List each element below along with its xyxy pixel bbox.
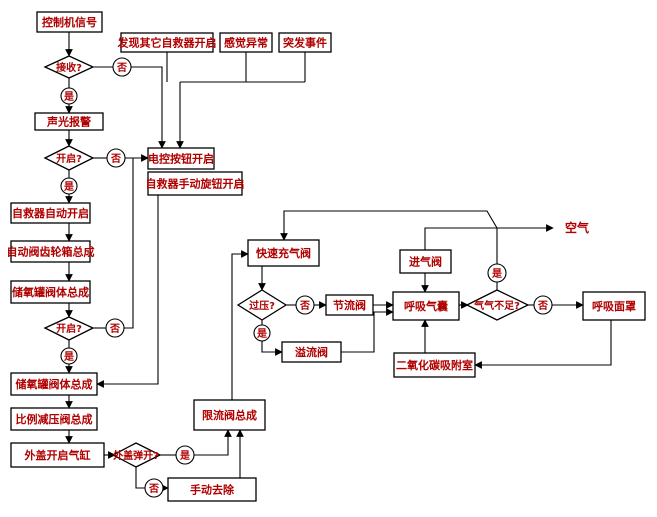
svg-text:开启?: 开启? — [56, 152, 82, 165]
svg-text:呼吸气囊: 呼吸气囊 — [404, 299, 449, 313]
node-sudden-event: 突发事件 — [278, 32, 332, 53]
svg-text:发现其它自救器开启: 发现其它自救器开启 — [117, 36, 217, 50]
node-electric-button-open: 电控按钮开启 — [147, 147, 215, 170]
svg-text:声光报警: 声光报警 — [46, 115, 91, 129]
label-yes-opened-2: 是 — [60, 347, 78, 365]
node-storage-tank-valve-1: 储氧罐阀体总成 — [10, 280, 91, 304]
svg-text:外盖开启气缸: 外盖开启气缸 — [24, 448, 91, 462]
svg-text:控制机信号: 控制机信号 — [42, 15, 97, 29]
svg-text:是: 是 — [63, 351, 74, 363]
svg-text:快速充气阀: 快速充气阀 — [255, 246, 311, 260]
label-yes-over-pressure: 是 — [253, 324, 271, 342]
svg-text:自救器自动开启: 自救器自动开启 — [12, 206, 89, 220]
label-no-opened-2: 否 — [105, 318, 125, 338]
decision-over-pressure: 过压? — [236, 289, 288, 321]
decision-opened-1: 开启? — [43, 145, 95, 171]
label-no-popped: 否 — [144, 478, 164, 498]
svg-text:溢流阀: 溢流阀 — [295, 345, 328, 359]
node-outer-cover-cylinder: 外盖开启气缸 — [10, 442, 105, 468]
svg-text:感觉异常: 感觉异常 — [224, 36, 268, 50]
connectors — [65, 32, 612, 492]
node-manual-knob-open: 自救器手动旋钮开启 — [146, 171, 245, 196]
svg-text:储氧罐阀体总成: 储氧罐阀体总成 — [16, 377, 93, 391]
label-yes-popped: 是 — [175, 445, 195, 465]
svg-text:是: 是 — [63, 91, 74, 103]
node-fast-fill-valve: 快速充气阀 — [247, 239, 320, 267]
node-storage-tank-valve-2: 储氧罐阀体总成 — [10, 372, 98, 396]
svg-text:储氧罐阀体总成: 储氧罐阀体总成 — [12, 285, 89, 299]
svg-text:突发事件: 突发事件 — [283, 36, 327, 50]
svg-text:气气不足?: 气气不足? — [473, 299, 520, 312]
svg-text:开启?: 开启? — [56, 322, 82, 335]
svg-text:否: 否 — [109, 323, 120, 335]
label-no-received: 否 — [112, 57, 132, 77]
decision-received: 接收? — [43, 55, 95, 79]
svg-text:限流阀总成: 限流阀总成 — [202, 408, 257, 422]
svg-text:二氧化碳吸附室: 二氧化碳吸附室 — [396, 358, 473, 372]
svg-text:节流阀: 节流阀 — [333, 298, 366, 312]
node-throttle-valve: 节流阀 — [325, 294, 374, 316]
svg-text:否: 否 — [116, 62, 127, 74]
decision-outer-cover-popped: 外盖弹开? — [111, 442, 162, 468]
node-co2-absorb: 二氧化碳吸附室 — [393, 352, 476, 378]
svg-text:是: 是 — [179, 450, 190, 462]
svg-text:呼吸面罩: 呼吸面罩 — [592, 299, 636, 313]
node-breathing-mask: 呼吸面罩 — [582, 291, 646, 321]
label-no-over-pressure: 否 — [295, 295, 315, 315]
svg-text:否: 否 — [110, 153, 121, 165]
air-label: 空气 — [565, 220, 589, 235]
svg-text:否: 否 — [537, 300, 548, 312]
decision-opened-2: 开启? — [43, 316, 95, 341]
svg-text:电控按钮开启: 电控按钮开启 — [148, 152, 214, 166]
node-feel-abnormal: 感觉异常 — [219, 32, 273, 53]
svg-text:比例减压阀总成: 比例减压阀总成 — [16, 412, 93, 426]
svg-text:接收?: 接收? — [56, 61, 82, 74]
label-yes-received: 是 — [60, 87, 78, 105]
node-auto-valve-ratchet: 自动阀齿轮箱总成 — [7, 240, 95, 263]
node-flow-limit-valve: 限流阀总成 — [193, 399, 266, 431]
node-other-device-open: 发现其它自救器开启 — [117, 32, 217, 53]
svg-text:否: 否 — [299, 300, 310, 312]
svg-text:是: 是 — [63, 181, 74, 193]
node-control-signal: 控制机信号 — [36, 11, 103, 33]
svg-text:自救器手动旋钮开启: 自救器手动旋钮开启 — [146, 177, 245, 191]
node-intake-valve: 进气阀 — [399, 249, 452, 274]
label-no-opened-1: 否 — [106, 148, 126, 168]
label-yes-insufficient: 是 — [487, 263, 507, 283]
node-breathing-bag: 呼吸气囊 — [392, 291, 460, 321]
svg-text:过压?: 过压? — [249, 299, 275, 312]
node-overflow-valve: 溢流阀 — [281, 341, 342, 363]
label-yes-opened-1: 是 — [60, 177, 78, 195]
node-proportional-valve: 比例减压阀总成 — [10, 407, 98, 431]
svg-text:是: 是 — [256, 328, 267, 340]
svg-text:否: 否 — [148, 483, 159, 495]
label-no-insufficient: 否 — [533, 295, 553, 315]
svg-text:进气阀: 进气阀 — [409, 255, 442, 269]
node-alarm: 声光报警 — [34, 112, 104, 131]
node-manual-remove: 手动去除 — [167, 477, 257, 502]
svg-text:是: 是 — [491, 268, 502, 280]
svg-text:自动阀齿轮箱总成: 自动阀齿轮箱总成 — [7, 245, 95, 259]
svg-text:手动去除: 手动去除 — [190, 483, 235, 497]
svg-text:外盖弹开?: 外盖弹开? — [112, 449, 159, 462]
node-auto-open: 自救器自动开启 — [10, 202, 91, 224]
decision-insufficient-gas: 气气不足? — [465, 289, 530, 321]
